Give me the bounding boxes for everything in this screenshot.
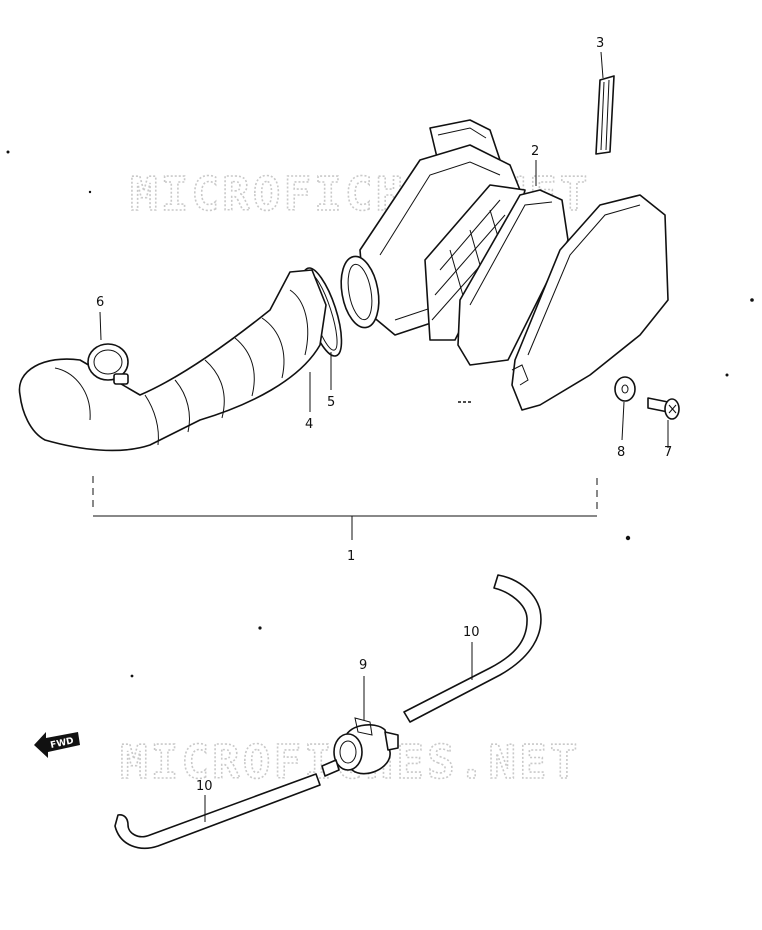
callout-2: 2 [531, 144, 539, 159]
fwd-label: FWD [50, 736, 75, 751]
air-cleaner-cover [511, 194, 669, 411]
part-7-screw [647, 397, 680, 420]
part-9-valve [321, 717, 399, 777]
part-6-clamp [87, 343, 129, 385]
callout-1: 1 [347, 549, 355, 564]
callout-9: 9 [359, 658, 367, 673]
debris-marks [6, 150, 754, 678]
callout-5: 5 [327, 395, 335, 410]
part-4-intake-duct [18, 269, 327, 452]
callout-6: 6 [96, 295, 104, 310]
assembly-bracket [92, 476, 598, 540]
leader-lines [99, 51, 669, 822]
callout-3: 3 [596, 36, 604, 51]
air-cleaner-case [340, 119, 526, 341]
callout-7: 7 [664, 445, 672, 460]
callout-10-upper: 10 [463, 625, 480, 640]
fwd-marker: FWD [34, 732, 80, 758]
callout-8: 8 [617, 445, 625, 460]
part-3-strip [595, 75, 615, 155]
callout-10-lower: 10 [196, 779, 213, 794]
part-8-washer [614, 376, 636, 402]
callout-4: 4 [305, 417, 313, 432]
part-10-hose-upper [403, 574, 542, 723]
part-10-hose-lower [114, 773, 321, 850]
arrow-left-icon [34, 732, 80, 758]
